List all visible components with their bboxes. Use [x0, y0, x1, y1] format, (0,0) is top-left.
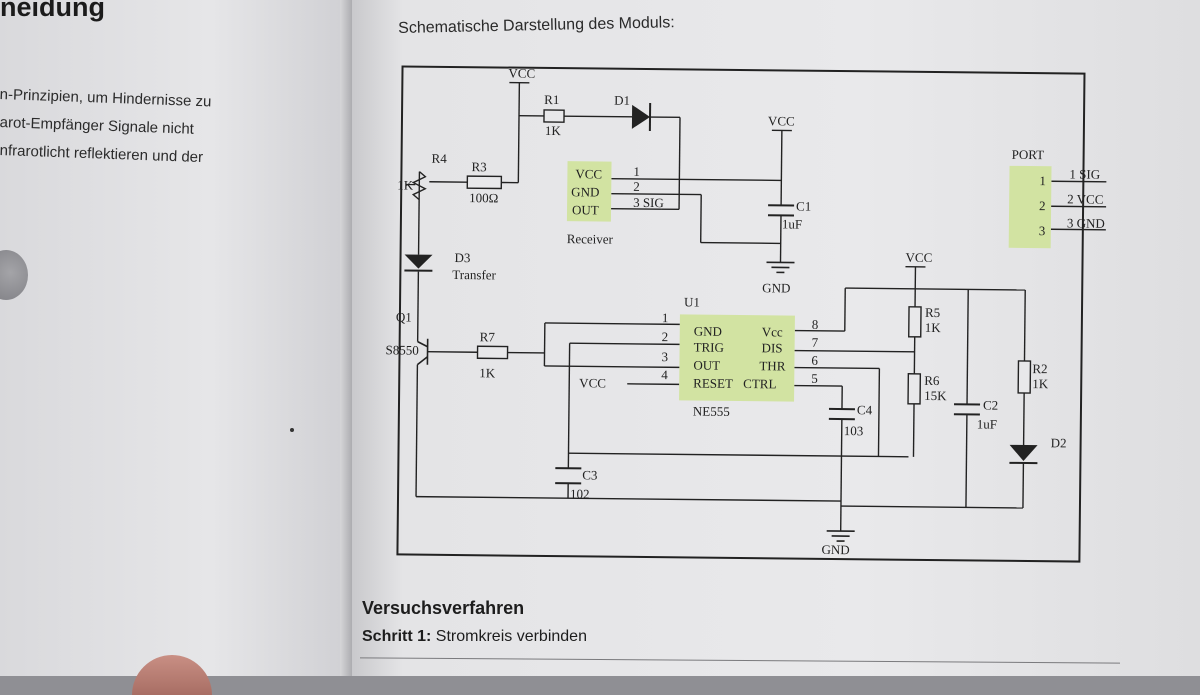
ic-num-2: 2 [662, 329, 669, 344]
procedure-title: Versuchsverfahren [362, 598, 524, 619]
label-d1: D1 [614, 93, 630, 108]
ic-pin-dis: DIS [762, 340, 783, 355]
label-r3: R3 [471, 159, 486, 174]
label-gnd-bottom: GND [821, 542, 849, 557]
label-c1-val: 1uF [782, 216, 802, 231]
ic-num-5: 5 [811, 371, 818, 386]
r2-body [1018, 361, 1030, 393]
label-c1: C1 [796, 199, 811, 214]
r3-body [467, 176, 501, 188]
ic-num-8: 8 [812, 317, 819, 332]
procedure-step-1: Schritt 1: Stromkreis verbinden [362, 628, 587, 646]
label-d2: D2 [1051, 435, 1067, 450]
step-label: Schritt 1: [362, 628, 431, 645]
ground-symbols [764, 262, 858, 541]
label-c2-val: 1uF [977, 416, 997, 431]
label-r6: R6 [924, 373, 940, 388]
ic-num-7: 7 [812, 335, 819, 350]
ic-num-4: 4 [661, 367, 668, 382]
port-num-1: 1 [1039, 173, 1046, 188]
label-r4: R4 [431, 151, 447, 166]
label-r2-val: 1K [1032, 376, 1049, 391]
ic-pin-gnd: GND [694, 324, 722, 339]
label-q1: Q1 [396, 309, 412, 324]
schematic-frame [397, 66, 1084, 561]
port-num-3: 3 [1039, 223, 1046, 238]
label-vcc-r5: VCC [905, 250, 932, 265]
label-c4-val: 103 [844, 423, 864, 438]
label-c4: C4 [857, 402, 873, 417]
d3-led [404, 254, 432, 268]
receiver-name: Receiver [567, 231, 614, 246]
label-c2: C2 [983, 398, 998, 413]
receiver-num-2: 2 [633, 179, 640, 194]
receiver-pin-gnd: GND [571, 184, 599, 199]
ic-pin-ctrl: CTRL [743, 376, 776, 391]
ic-pin-thr: THR [759, 358, 785, 373]
labels: VCC R1 1K D1 VCC R4 1K R3 100Ω D3 Transf… [383, 64, 1106, 559]
r5-body [909, 307, 921, 337]
label-c3-val: 102 [570, 486, 590, 501]
label-vcc-top: VCC [508, 66, 535, 81]
port-sig-2: 2 VCC [1067, 191, 1103, 206]
label-r7: R7 [480, 329, 496, 344]
label-u1-part: NE555 [693, 404, 730, 419]
label-r7-val: 1K [479, 365, 496, 380]
r1-body [544, 110, 564, 122]
label-r5-val: 1K [925, 320, 942, 335]
receiver-num-1: 1 [633, 164, 640, 179]
port-sig-3: 3 GND [1067, 215, 1105, 230]
label-r2: R2 [1032, 361, 1047, 376]
label-r4-val: 1K [397, 177, 414, 192]
r7-body [477, 346, 507, 358]
d1-led [632, 105, 650, 129]
label-vcc-reset: VCC [579, 375, 606, 390]
label-r5: R5 [925, 305, 940, 320]
q1-transistor [417, 339, 427, 365]
label-d3: D3 [454, 250, 470, 265]
port-sig-1: 1 SIG [1069, 166, 1100, 181]
label-r1: R1 [544, 92, 559, 107]
label-c3: C3 [582, 467, 597, 482]
label-d3-name: Transfer [452, 267, 496, 282]
ic-pin-trig: TRIG [694, 340, 724, 355]
ic-num-1: 1 [662, 310, 669, 325]
r6-body [908, 374, 920, 404]
receiver-pin-vcc: VCC [575, 166, 602, 181]
label-r1-val: 1K [545, 123, 562, 138]
label-q1-part: S8550 [385, 342, 418, 357]
label-r6-val: 15K [924, 388, 947, 403]
d2-led [1009, 445, 1037, 461]
label-gnd-c1: GND [762, 280, 790, 295]
ic-pin-out: OUT [693, 358, 720, 373]
circuit-schematic: VCC R1 1K D1 VCC R4 1K R3 100Ω D3 Transf… [0, 0, 1200, 676]
label-u1: U1 [684, 294, 700, 309]
step-text: Stromkreis verbinden [431, 628, 587, 645]
receiver-num-3: 3 SIG [633, 195, 664, 210]
label-r3-val: 100Ω [469, 190, 498, 205]
ic-pin-reset: RESET [693, 376, 733, 391]
ic-num-6: 6 [811, 353, 818, 368]
ic-num-3: 3 [661, 349, 668, 364]
ic-pin-vcc: Vcc [762, 324, 783, 339]
wires [416, 82, 1108, 534]
port-num-2: 2 [1039, 198, 1046, 213]
receiver-pin-out: OUT [572, 202, 599, 217]
label-vcc-c1: VCC [768, 113, 795, 128]
label-port: PORT [1012, 147, 1045, 162]
